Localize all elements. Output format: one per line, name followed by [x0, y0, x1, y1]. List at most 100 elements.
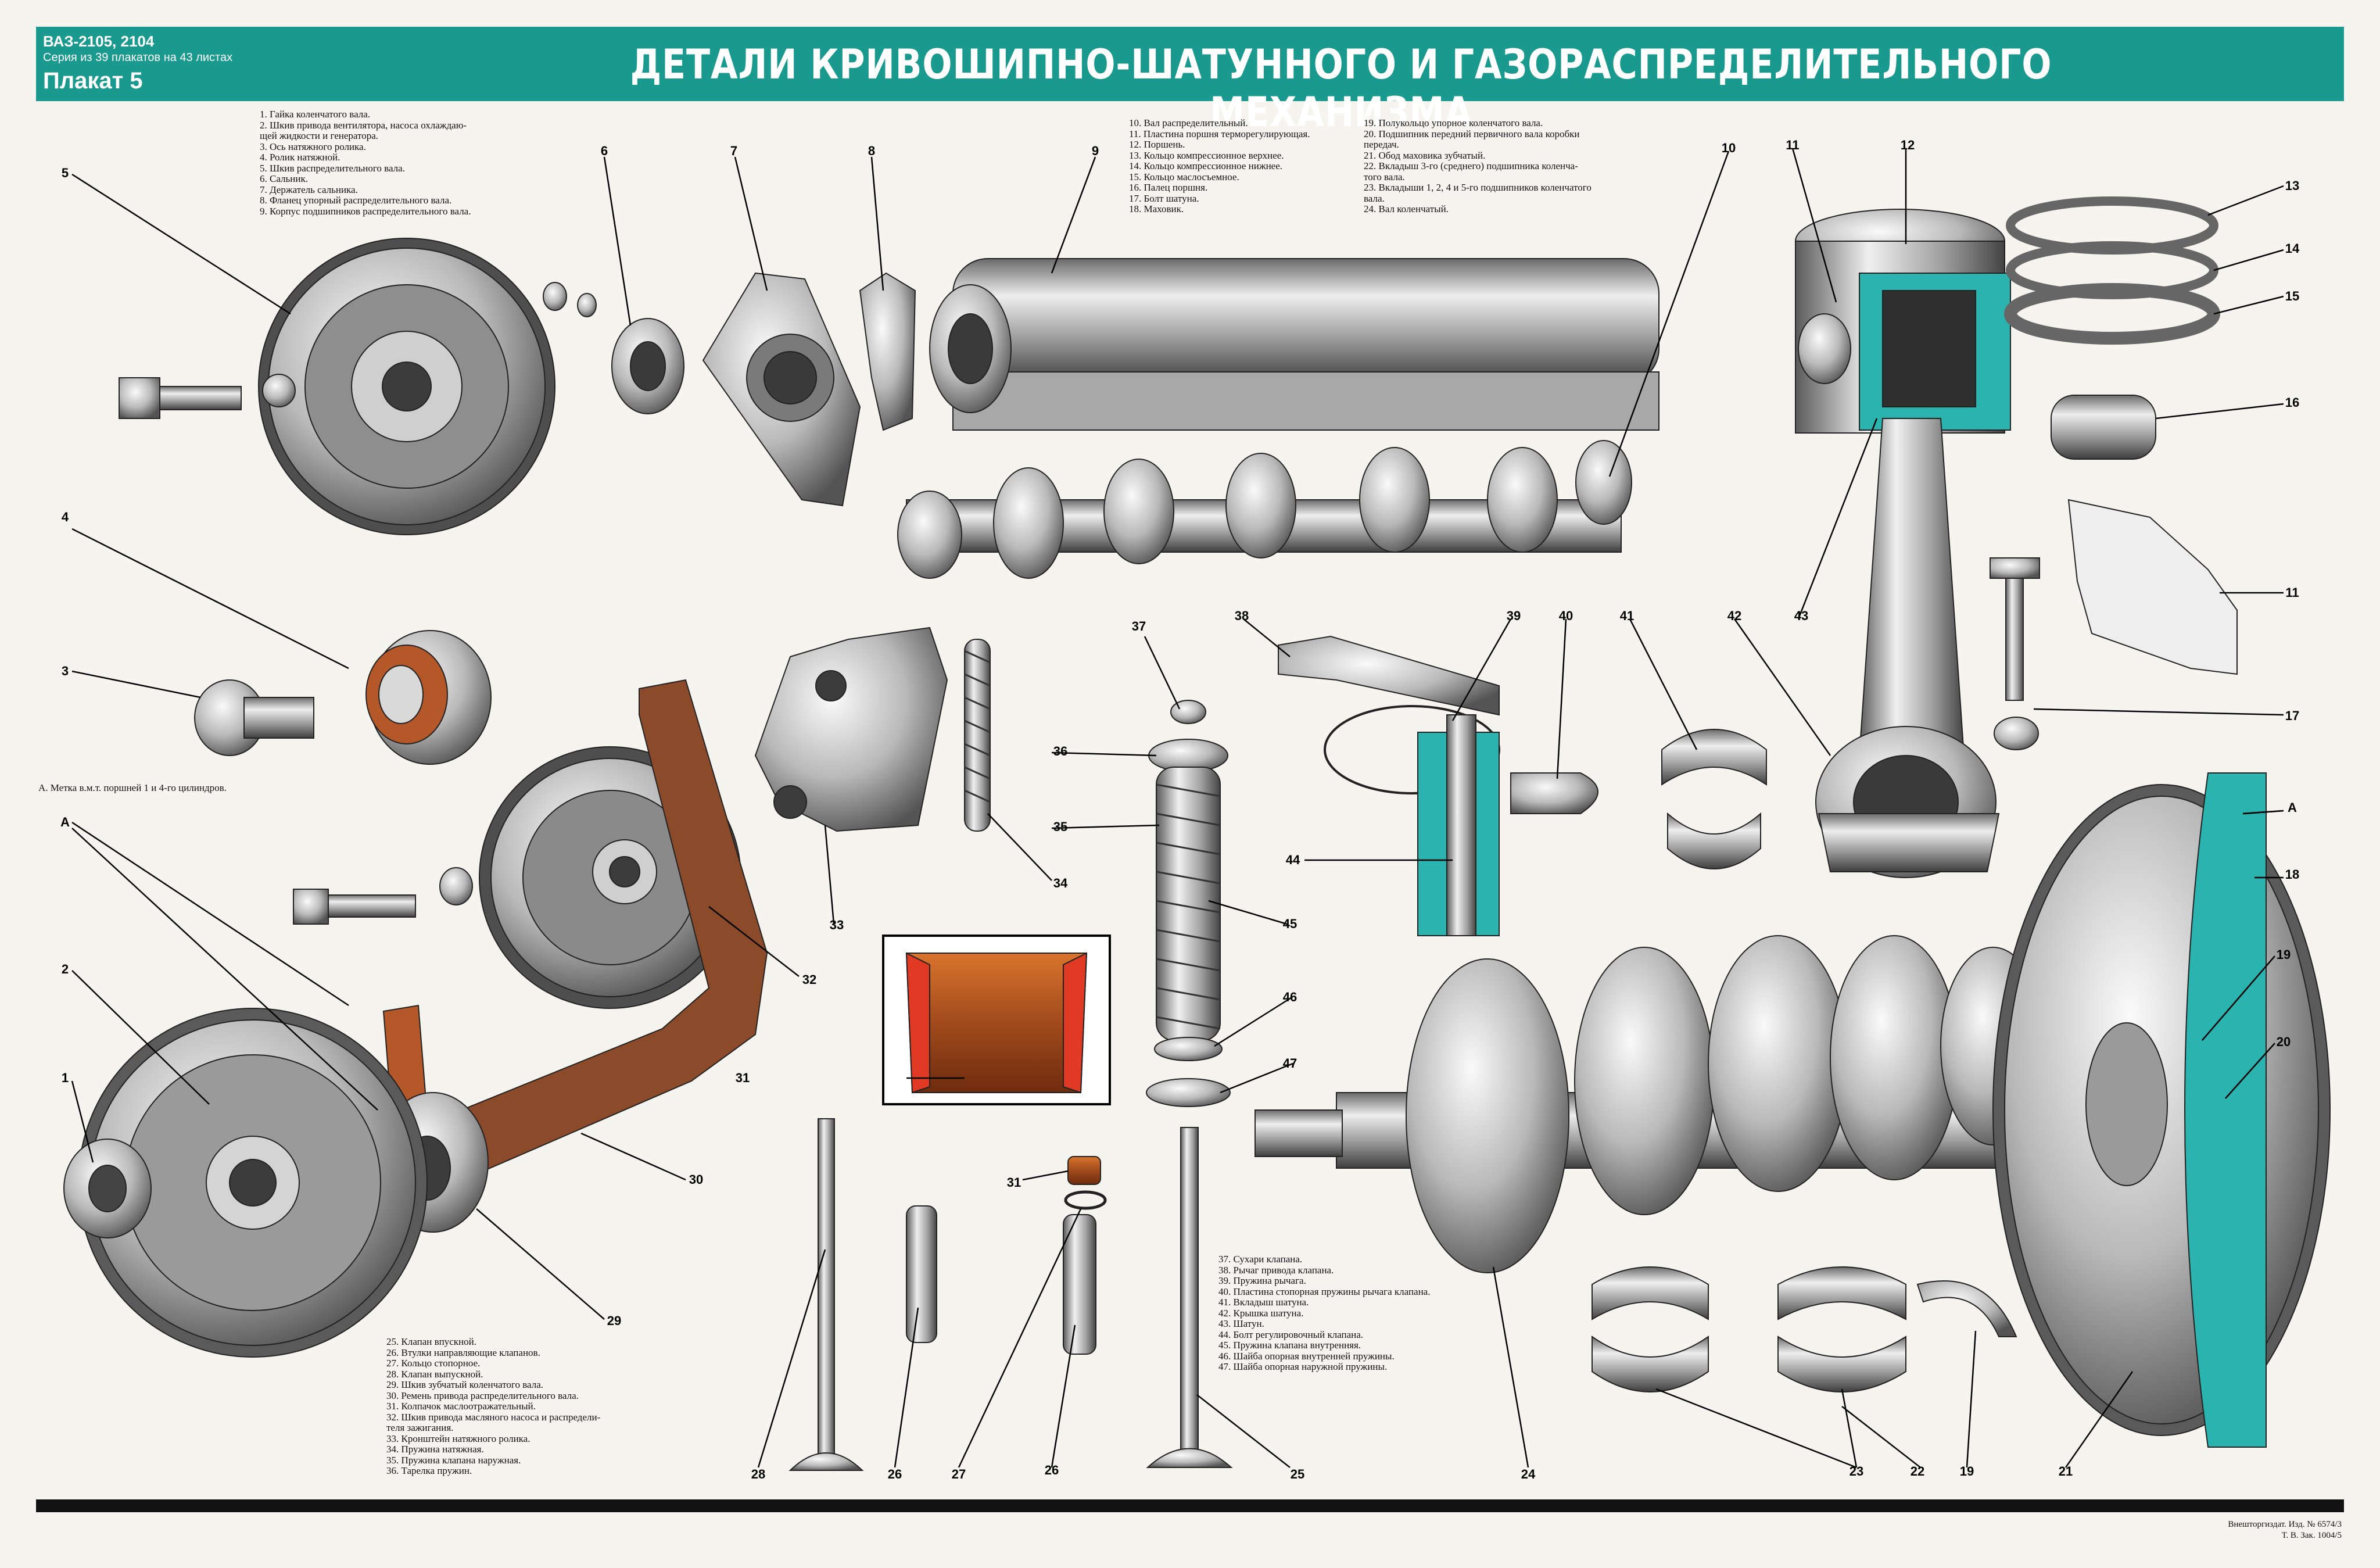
header-bar: ВАЗ-2105, 2104 Серия из 39 плакатов на 4…: [36, 27, 2344, 136]
connecting-rod: [1815, 418, 2000, 878]
legend-line: 29. Шкив зубчатый коленчатого вала.: [386, 1379, 544, 1390]
callout-15: 15: [2285, 289, 2300, 303]
callout-24: 24: [1521, 1467, 1536, 1481]
leader-lines: [71, 148, 2284, 1469]
callout-9: 9: [1091, 144, 1099, 158]
callout-10: 10: [1721, 141, 1736, 155]
main-bearings: [1592, 1266, 1906, 1392]
callout-A-left: А: [60, 815, 70, 829]
callout-45: 45: [1282, 917, 1297, 931]
callout-36: 36: [1053, 744, 1068, 758]
legend-line: 34. Пружина натяжная.: [386, 1444, 484, 1455]
tdc-mark-note: А. Метка в.м.т. поршней 1 и 4-го цилиндр…: [38, 782, 227, 793]
callout-6: 6: [600, 144, 608, 158]
callout-43: 43: [1794, 608, 1809, 623]
legend-line: 22. Вкладыш 3-го (среднего) подшипника к…: [1364, 160, 1578, 171]
callout-40: 40: [1558, 608, 1573, 623]
legend-line: 45. Пружина клапана внутренняя.: [1218, 1340, 1361, 1351]
callout-32: 32: [802, 972, 817, 987]
footer-bar: [36, 1499, 2344, 1512]
callout-31-inset: 31: [735, 1071, 750, 1085]
legend-group-4: 25. Клапан впускной.26. Втулки направляю…: [386, 1336, 601, 1477]
legend-line: теля зажигания.: [386, 1422, 454, 1433]
legend-line: 30. Ремень привода распределительного ва…: [386, 1390, 579, 1401]
legend-line: 38. Рычаг привода клапана.: [1218, 1264, 1334, 1276]
piston: [1795, 209, 2011, 434]
callout-A-right: А: [2288, 800, 2297, 815]
legend-line: того вала.: [1364, 171, 1405, 182]
callout-47: 47: [1282, 1056, 1297, 1071]
callout-19-right: 19: [2276, 947, 2291, 962]
thermostatic-plate: [2067, 499, 2238, 675]
crankshaft: [1254, 935, 2121, 1273]
callout-30: 30: [689, 1172, 704, 1187]
legend-group-2: 10. Вал распределительный.11. Пластина п…: [1129, 117, 1310, 215]
legend-line: 24. Вал коленчатый.: [1364, 203, 1449, 214]
thrust-half-ring: [1916, 1280, 2017, 1337]
callout-16: 16: [2285, 395, 2300, 410]
tension-spring: [964, 639, 991, 832]
callout-17: 17: [2285, 708, 2300, 723]
conrod-bearing: [1661, 729, 1767, 869]
legend-group-3: 19. Полукольцо упорное коленчатого вала.…: [1364, 117, 1592, 215]
pulley-bolt: [119, 374, 296, 419]
poster-title: ДЕТАЛИ КРИВОШИПНО-ШАТУННОГО И ГАЗОРАСПРЕ…: [630, 41, 2052, 136]
callout-4: 4: [61, 510, 69, 524]
callout-23: 23: [1849, 1464, 1864, 1478]
callout-33: 33: [829, 918, 844, 932]
callout-39: 39: [1506, 608, 1521, 623]
legend-line: 9. Корпус подшипников распределительного…: [260, 205, 471, 217]
legend-line: 2. Шкив привода вентилятора, насоса охла…: [260, 119, 467, 131]
callout-26-left: 26: [887, 1467, 902, 1481]
legend-line: 12. Поршень.: [1129, 139, 1185, 150]
camshaft: [897, 440, 1632, 579]
callout-21: 21: [2058, 1464, 2073, 1478]
callout-34: 34: [1053, 876, 1068, 890]
callout-27: 27: [951, 1467, 966, 1481]
legend-line: 21. Обод маховика зубчатый.: [1364, 149, 1486, 161]
callout-5: 5: [61, 166, 69, 180]
legend-line: 19. Полукольцо упорное коленчатого вала.: [1364, 117, 1543, 128]
callout-35: 35: [1053, 819, 1068, 834]
legend-line: 5. Шкив распределительного вала.: [260, 162, 405, 174]
header-left-block: ВАЗ-2105, 2104 Серия из 39 плакатов на 4…: [43, 33, 345, 96]
pulley-washer-bolt: [293, 867, 473, 925]
legend-line: 47. Шайба опорная наружной пружины.: [1218, 1361, 1388, 1372]
callout-44: 44: [1285, 853, 1300, 867]
tensioner-bracket: [754, 627, 948, 832]
legend-line: 40. Пластина стопорная пружины рычага кл…: [1218, 1286, 1431, 1297]
callout-25: 25: [1290, 1467, 1305, 1481]
legend-line: 7. Держатель сальника.: [260, 184, 358, 195]
legend-line: 26. Втулки направляющие клапанов.: [386, 1347, 540, 1358]
legend-line: 33. Кронштейн натяжного ролика.: [386, 1433, 531, 1444]
camshaft-pulley: [258, 238, 555, 535]
callout-37: 37: [1131, 619, 1146, 633]
callout-26-right: 26: [1044, 1463, 1059, 1477]
rocker-assembly: [1278, 635, 1598, 936]
oil-seal: [543, 282, 684, 414]
legend-line: 28. Клапан выпускной.: [386, 1368, 483, 1380]
valve-guide-left: [906, 1205, 937, 1343]
valve-guide-right: [1063, 1214, 1096, 1355]
callout-11-right: 11: [2285, 585, 2299, 600]
legend-line: 32. Шкив привода масляного насоса и расп…: [386, 1411, 601, 1423]
retaining-ring-cap: [1064, 1156, 1107, 1210]
piston-pin: [2051, 395, 2156, 460]
callout-11-top: 11: [1786, 138, 1800, 152]
callout-7: 7: [730, 144, 738, 158]
legend-line: 3. Ось натяжного ролика.: [260, 141, 366, 152]
valve-cap-inset: [882, 935, 1111, 1105]
legend-group-5: 37. Сухари клапана.38. Рычаг привода кла…: [1218, 1254, 1430, 1373]
legend-line: 4. Ролик натяжной.: [260, 152, 340, 163]
callout-19-bottom: 19: [1959, 1464, 1974, 1478]
poster-label: Плакат 5: [43, 68, 143, 94]
crankshaft-nut: [63, 1139, 152, 1238]
flywheel: [1992, 772, 2331, 1448]
legend-line: 13. Кольцо компрессионное верхнее.: [1129, 149, 1284, 161]
legend-line: 8. Фланец упорный распределительного вал…: [260, 195, 452, 206]
callout-2: 2: [61, 962, 69, 976]
roller-axle: [194, 679, 314, 756]
callout-41: 41: [1619, 608, 1635, 623]
imprint: Внешторгиздат. Изд. № 6574/3 Т. В. Зак. …: [2228, 1519, 2342, 1541]
